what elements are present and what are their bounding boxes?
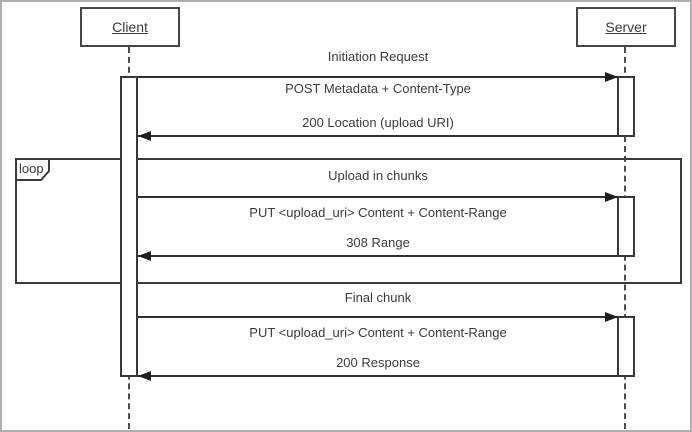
loop-fragment-frame (15, 158, 682, 284)
server-activation-bar-2 (617, 196, 635, 257)
server-actor-label: Server (605, 19, 647, 35)
arrowhead-left-icon (138, 131, 151, 141)
message-line-response-3 (138, 375, 618, 377)
loop-pentagon-icon (15, 158, 50, 181)
server-activation-bar-3 (617, 316, 635, 377)
message-line-response-2 (138, 255, 618, 257)
message-label-request-1: POST Metadata + Content-Type (285, 81, 471, 96)
message-label-response-1: 200 Location (upload URI) (302, 115, 454, 130)
arrowhead-right-icon (605, 312, 618, 322)
arrowhead-right-icon (605, 72, 618, 82)
server-actor-box: Server (576, 7, 676, 47)
message-line-response-1 (138, 135, 618, 137)
client-activation-bar (120, 76, 138, 377)
message-label-request-2: PUT <upload_uri> Content + Content-Range (249, 205, 507, 220)
section-title-final-chunk: Final chunk (344, 290, 412, 305)
loop-operator-tab: loop (15, 158, 51, 182)
message-line-request-3 (138, 316, 618, 318)
section-title-initiation: Initiation Request (327, 49, 429, 64)
message-line-request-2 (138, 196, 618, 198)
message-label-response-2: 308 Range (346, 235, 410, 250)
section-title-upload-chunks: Upload in chunks (328, 168, 428, 183)
message-label-response-3: 200 Response (336, 355, 420, 370)
arrowhead-left-icon (138, 371, 151, 381)
arrowhead-right-icon (605, 192, 618, 202)
message-line-request-1 (138, 76, 618, 78)
client-actor-label: Client (112, 19, 148, 35)
server-activation-bar-1 (617, 76, 635, 137)
arrowhead-left-icon (138, 251, 151, 261)
client-actor-box: Client (80, 7, 180, 47)
loop-operator-label: loop (19, 161, 44, 176)
message-label-request-3: PUT <upload_uri> Content + Content-Range (249, 325, 507, 340)
